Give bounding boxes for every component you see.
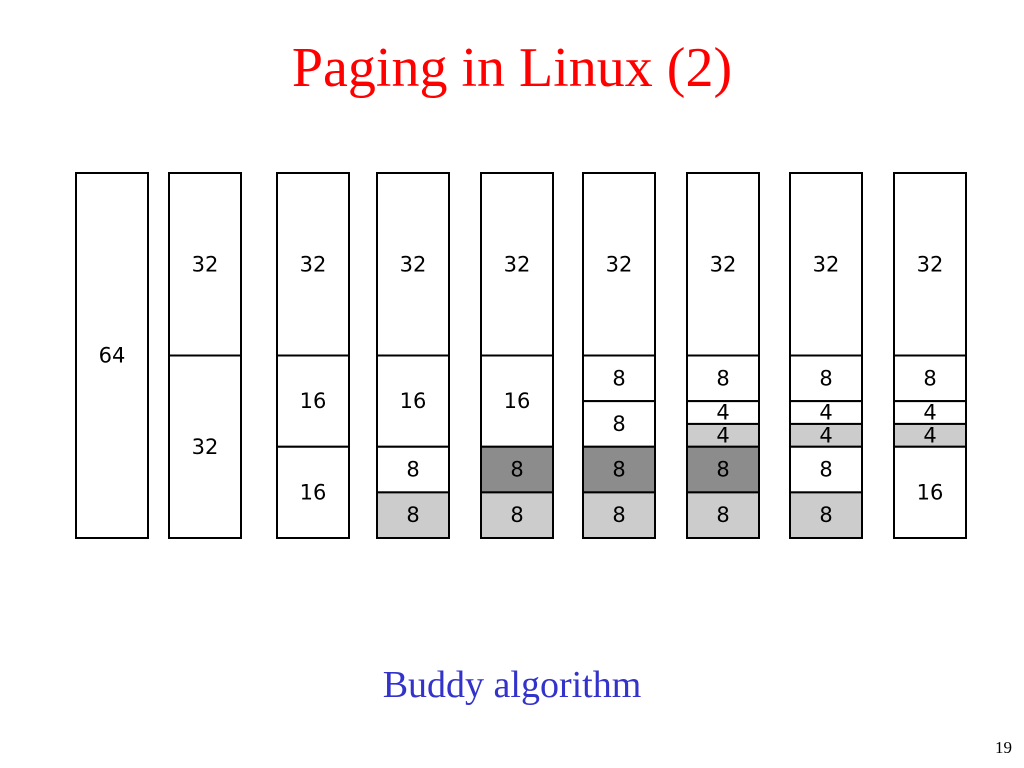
block-label: 8 — [612, 412, 625, 436]
block-free-16 — [376, 354, 450, 448]
block-label: 8 — [612, 503, 625, 527]
block-label: 8 — [716, 503, 729, 527]
block-label: 32 — [917, 252, 944, 276]
memory-column-2: 32 32 — [168, 172, 242, 539]
block-label: 16 — [504, 389, 531, 413]
block-label: 32 — [192, 435, 219, 459]
block-free-32 — [893, 172, 967, 357]
block-free-16 — [480, 354, 554, 448]
block-allocated_light-8 — [480, 491, 554, 539]
block-free-16 — [276, 445, 350, 539]
block-label: 32 — [813, 252, 840, 276]
memory-column-5: 32 16 8 8 — [480, 172, 554, 539]
memory-column-4: 32 16 8 8 — [376, 172, 450, 539]
block-free-32 — [376, 172, 450, 357]
block-free-32 — [168, 354, 242, 539]
block-allocated_light-8 — [376, 491, 450, 539]
block-label: 4 — [819, 423, 832, 447]
block-allocated_dark-8 — [582, 445, 656, 494]
block-label: 8 — [406, 503, 419, 527]
block-allocated_dark-8 — [686, 445, 760, 494]
memory-column-9: 32 8 44 16 — [893, 172, 967, 539]
block-free-32 — [686, 172, 760, 357]
block-label: 32 — [710, 252, 737, 276]
block-label: 8 — [510, 458, 523, 482]
memory-column-1: 64 — [75, 172, 149, 539]
block-label: 4 — [923, 423, 936, 447]
memory-column-7: 32 8 44 8 8 — [686, 172, 760, 539]
slide-caption: Buddy algorithm — [382, 664, 642, 706]
memory-column-3: 32 16 16 — [276, 172, 350, 539]
block-free-64 — [75, 172, 149, 539]
block-free-32 — [168, 172, 242, 357]
block-free-8 — [789, 354, 863, 403]
block-label: 32 — [300, 252, 327, 276]
block-free-8 — [789, 445, 863, 494]
block-free-32 — [789, 172, 863, 357]
memory-column-8: 32 8 44 8 8 — [789, 172, 863, 539]
block-allocated_dark-8 — [480, 445, 554, 494]
block-label: 32 — [504, 252, 531, 276]
block-free-16 — [893, 445, 967, 539]
block-label: 16 — [300, 389, 327, 413]
block-label: 16 — [917, 480, 944, 504]
block-free-32 — [582, 172, 656, 357]
block-label: 32 — [400, 252, 427, 276]
block-label: 32 — [192, 252, 219, 276]
block-free-8 — [376, 445, 450, 494]
block-free-8 — [582, 354, 656, 403]
block-label: 8 — [716, 458, 729, 482]
block-label: 64 — [99, 344, 126, 368]
slide-title: Paging in Linux (2) — [291, 37, 733, 99]
block-label: 8 — [819, 366, 832, 390]
block-label: 8 — [406, 458, 419, 482]
block-label: 32 — [606, 252, 633, 276]
block-label: 4 — [923, 401, 936, 425]
block-label: 16 — [400, 389, 427, 413]
block-label: 8 — [819, 503, 832, 527]
block-label: 4 — [819, 401, 832, 425]
block-label: 8 — [923, 366, 936, 390]
block-allocated_light-8 — [789, 491, 863, 539]
block-label: 8 — [612, 366, 625, 390]
block-label: 8 — [510, 503, 523, 527]
block-label: 8 — [819, 458, 832, 482]
block-free-8 — [582, 400, 656, 448]
block-allocated_light-8 — [582, 491, 656, 539]
block-label: 4 — [716, 423, 729, 447]
block-free-8 — [686, 354, 760, 403]
block-label: 8 — [716, 366, 729, 390]
block-label: 8 — [612, 458, 625, 482]
memory-column-6: 32 8 8 8 8 — [582, 172, 656, 539]
block-label: 16 — [300, 480, 327, 504]
block-allocated_light-8 — [686, 491, 760, 539]
block-label: 4 — [716, 401, 729, 425]
slide-number: 19 — [995, 738, 1012, 757]
